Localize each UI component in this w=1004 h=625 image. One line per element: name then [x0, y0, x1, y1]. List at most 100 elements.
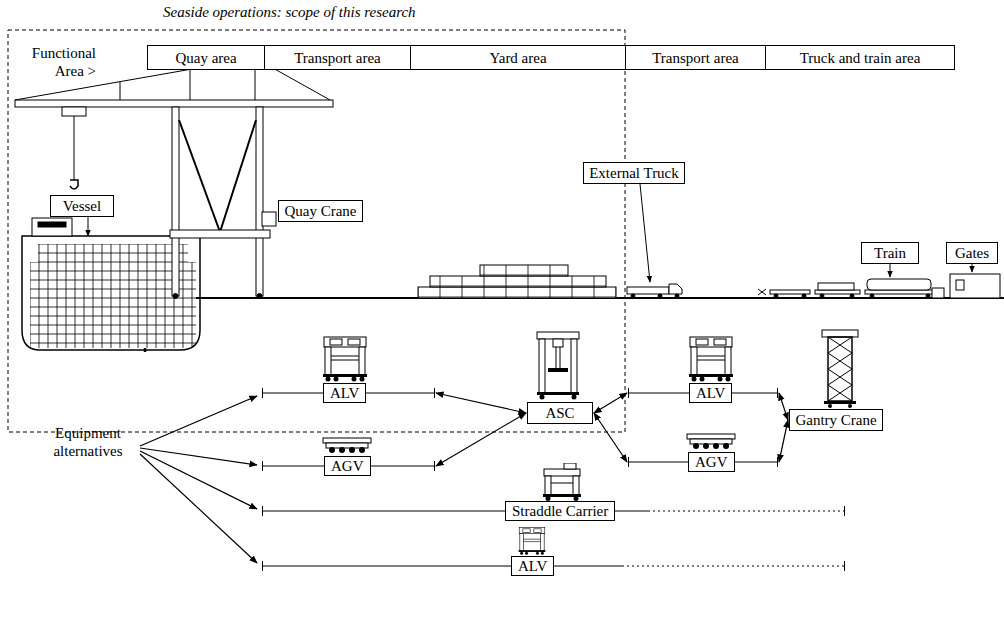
alternative-arrows-part: [140, 448, 257, 465]
label-box: Vessel: [50, 195, 114, 217]
gates-part: [950, 274, 1000, 298]
span-tick: [777, 388, 778, 398]
train-part: [802, 294, 806, 298]
quay-crane-part: [257, 294, 262, 299]
gates-part: [956, 280, 964, 290]
quay-crane-part: [170, 230, 270, 238]
equipment-name: AGV: [688, 452, 735, 472]
equipment-span: ALV: [628, 383, 778, 403]
equipment-name: AGV: [324, 456, 371, 476]
span-tick: [262, 461, 263, 471]
equipment-span: AGV: [628, 452, 778, 472]
train-part: [820, 294, 824, 298]
span-tick: [628, 388, 629, 398]
quay-crane-part: [179, 120, 256, 232]
equipment-span: ALV: [262, 383, 435, 403]
span-tick: [777, 457, 778, 467]
label-box: Gantry Crane: [789, 409, 883, 431]
area-cell: Transport area: [625, 45, 766, 70]
flow-arrow: [594, 393, 627, 413]
equipment-name: Transport area: [294, 49, 381, 67]
area-cell: Yard area: [410, 45, 626, 70]
vessel-part: [38, 222, 66, 227]
external-truck-part: [631, 294, 635, 298]
equipment-name: ALV: [323, 383, 366, 403]
equipment-icons-part: [323, 337, 367, 382]
equipment-name: Truck and train area: [800, 49, 921, 67]
alternative-arrows: [140, 396, 257, 563]
quay-crane: [15, 58, 333, 299]
flow-arrow: [779, 420, 788, 462]
equipment-name: Yard area: [489, 49, 546, 67]
equipment-icons-part: [689, 337, 733, 382]
area-cell: Quay area: [147, 45, 265, 70]
equipment-name: ASC: [545, 404, 574, 422]
span-dotted-line: [648, 511, 845, 512]
span-dotted-line: [622, 566, 845, 567]
equipment-name: Transport area: [652, 49, 739, 67]
flow-arrow: [436, 393, 526, 413]
train-part: [926, 294, 930, 298]
container-yard-part: [430, 276, 606, 287]
train-part: [867, 279, 931, 290]
quay-crane-part: [172, 107, 179, 296]
quay-crane-part: [70, 180, 78, 189]
scope-title: Seaside operations: scope of this resear…: [163, 3, 416, 21]
train-part: [770, 290, 810, 294]
equipment-name: Gantry Crane: [795, 411, 876, 429]
area-cell: Transport area: [264, 45, 411, 70]
gates: [932, 264, 1000, 298]
external-truck-part: [640, 184, 650, 282]
row-heading: Functional Area >: [14, 44, 96, 80]
span-tick: [434, 461, 435, 471]
span-tick: [262, 506, 263, 516]
gates-part: [932, 288, 944, 298]
span-tick: [262, 561, 263, 571]
scope-outline: [8, 30, 625, 432]
equipment-heading: Equipment alternatives: [36, 424, 140, 460]
equipment-icons-part: [537, 332, 579, 400]
quay-crane-part: [262, 212, 276, 226]
equipment-name: Gates: [955, 244, 989, 262]
container-yard-part: [480, 265, 568, 276]
equipment-icons-part: [323, 438, 371, 453]
external-truck-part: [627, 287, 669, 294]
equipment-icons: [323, 330, 858, 555]
span-tick: [844, 561, 845, 571]
flow-arrow: [436, 413, 526, 466]
label-box: Train: [861, 242, 919, 264]
equipment-name: Quay area: [175, 49, 236, 67]
equipment-icons-part: [687, 434, 735, 449]
train-part: [865, 290, 935, 294]
span-tick: [262, 388, 263, 398]
container-yard-part: [418, 287, 616, 298]
equipment-name: Train: [874, 244, 906, 262]
gates-part: [972, 264, 973, 272]
span-line: [263, 566, 623, 567]
train-part: [890, 264, 891, 277]
area-cell: Truck and train area: [765, 45, 955, 70]
equipment-name: Straddle Carrier: [505, 501, 615, 521]
flow-arrow: [779, 393, 788, 420]
quay-crane-part: [15, 100, 333, 107]
quay-crane-part: [173, 294, 178, 299]
equipment-span: AGV: [262, 456, 435, 476]
equipment-icons-part: [543, 463, 581, 501]
train-part: [758, 289, 766, 295]
label-box: External Truck: [583, 162, 685, 184]
container-yard: [418, 265, 616, 298]
equipment-name: Quay Crane: [284, 202, 356, 220]
equipment-name: External Truck: [589, 164, 679, 182]
equipment-span: ALV: [262, 556, 845, 576]
span-tick: [628, 457, 629, 467]
label-box: ASC: [527, 402, 593, 424]
train-part: [815, 290, 860, 294]
external-truck: [627, 184, 682, 298]
span-tick: [434, 388, 435, 398]
vessel-part: [38, 244, 188, 262]
train-part: [870, 294, 874, 298]
equipment-name: Vessel: [63, 197, 101, 215]
vessel-part: [30, 262, 196, 348]
